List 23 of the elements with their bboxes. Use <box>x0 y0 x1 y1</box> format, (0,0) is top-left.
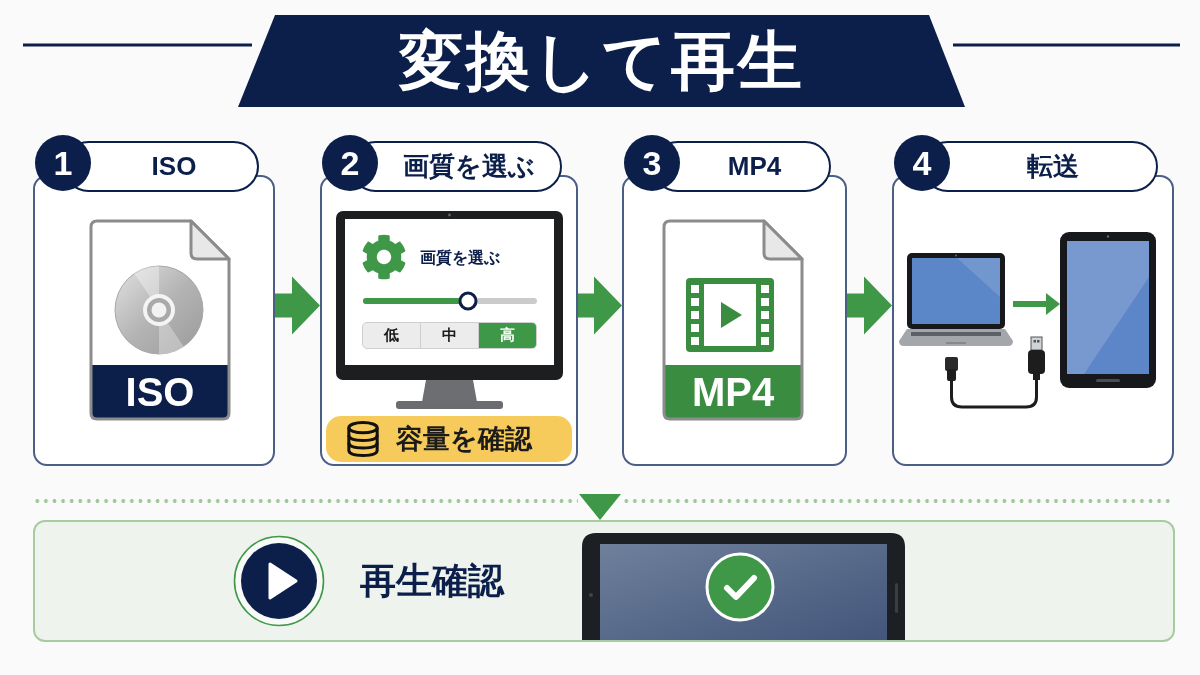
file-type-label: MP4 <box>691 372 775 412</box>
arrow <box>578 276 622 335</box>
step-number: 3 <box>624 135 680 191</box>
document-file <box>89 219 231 421</box>
status-label: 再生確認 <box>360 560 504 602</box>
file-type-label: ISO <box>125 372 195 412</box>
laptop-illustration <box>899 253 1013 347</box>
arrow <box>1013 293 1060 315</box>
result-panel <box>33 520 1175 642</box>
arrow <box>579 494 621 520</box>
arrow <box>275 276 320 335</box>
quality-option: 高 <box>478 323 536 348</box>
computer-monitor <box>336 211 563 409</box>
setting-label: 画質を選ぶ <box>420 248 500 268</box>
capacity-callout <box>326 416 572 462</box>
quality-option: 低 <box>363 323 420 348</box>
title: 変換して再生 <box>398 25 805 97</box>
callout-text: 容量を確認 <box>396 423 532 456</box>
document-file <box>662 219 804 421</box>
tablet-illustration <box>1060 232 1156 388</box>
arrow <box>847 276 892 335</box>
step-number: 1 <box>35 135 91 191</box>
step-number: 4 <box>894 135 950 191</box>
